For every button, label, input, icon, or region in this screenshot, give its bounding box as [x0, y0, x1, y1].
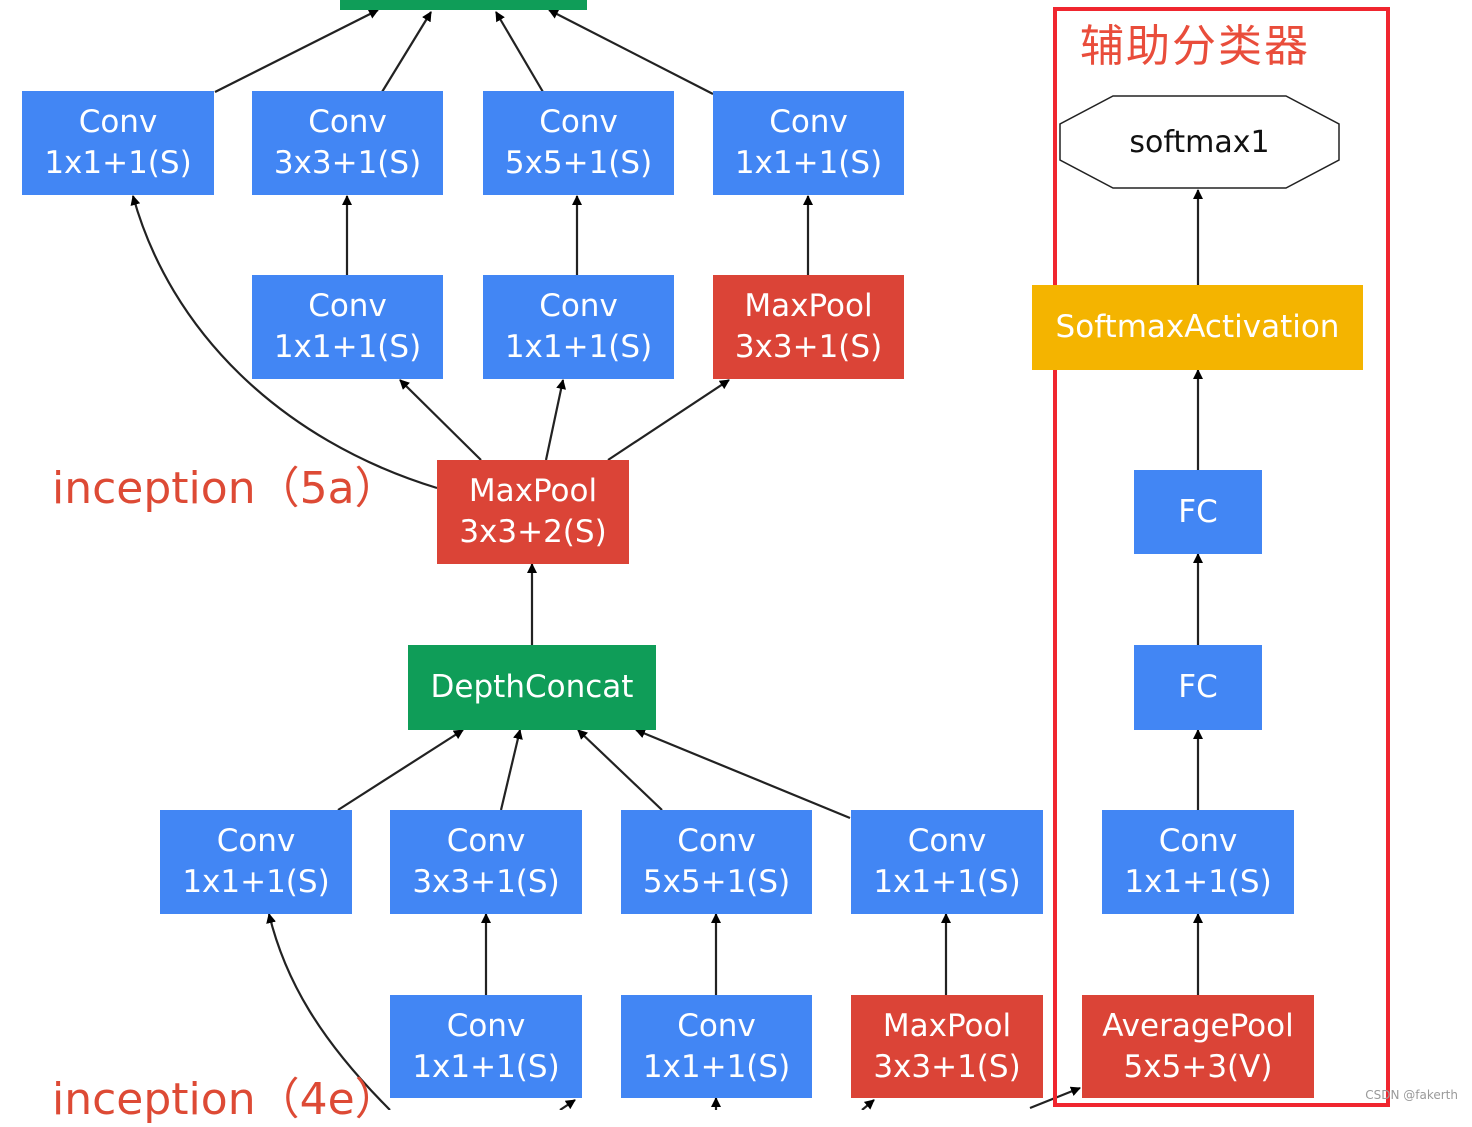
node-label-line1: Conv [539, 104, 618, 140]
node-label-line2: 1x1+1(S) [504, 329, 653, 365]
node-pool4e: MaxPool 3x3+1(S) [851, 995, 1043, 1098]
node-conv4e-5x5: Conv 5x5+1(S) [621, 810, 812, 914]
watermark: CSDN @fakerth [1365, 1088, 1458, 1102]
node-label-line1: Conv [1158, 823, 1238, 859]
node-label-line1: AveragePool [1102, 1007, 1294, 1044]
node-conv4e-3x3: Conv 3x3+1(S) [390, 810, 582, 914]
edge-conv5a-5x5-to-concat [495, 11, 544, 93]
node-label-line1: DepthConcat [430, 669, 634, 705]
node-aux-act: SoftmaxActivation [1032, 285, 1363, 370]
node-label-line1: Conv [216, 823, 296, 859]
node-label-line1: softmax1 [1129, 124, 1270, 160]
node-label-line1: Conv [308, 288, 387, 324]
node-pool5a: MaxPool 3x3+1(S) [713, 275, 904, 379]
left-gutter-text [0, 180, 10, 880]
edge-group-5a-top [214, 9, 714, 95]
node-label-line2: 1x1+1(S) [44, 145, 192, 181]
node-label-line2: 1x1+1(S) [1124, 864, 1272, 900]
node-label-line1: Conv [677, 1007, 756, 1044]
node-label-line2: 3x3+1(S) [734, 329, 883, 365]
label-inception-5a: inception（5a） [52, 463, 399, 514]
edge-pool4-to-5x5reduce [544, 379, 567, 461]
node-label-line2: 3x3+1(S) [873, 1048, 1021, 1085]
node-label-line1: Conv [446, 823, 526, 859]
node-aux-fc1: FC [1134, 470, 1262, 554]
edge-conv5a-3x3-to-concat [381, 11, 432, 93]
node-label-line1: Conv [907, 823, 987, 859]
node-softmax1: softmax1 [1058, 94, 1341, 190]
node-label-line1: Conv [308, 104, 387, 140]
label-inception-4e: inception（4e） [52, 1074, 399, 1125]
edge-conv4e-5x5-to-concat [577, 729, 663, 811]
node-label-line2: 1x1+1(S) [412, 1048, 560, 1085]
edge-pool4-to-3x3reduce [399, 379, 482, 461]
node-label-line1: Conv [677, 823, 756, 859]
node-aux-conv: Conv 1x1+1(S) [1102, 810, 1294, 914]
node-aux-fc2: FC [1134, 645, 1262, 730]
node-aux-avgpool: AveragePool 5x5+3(V) [1082, 995, 1314, 1098]
node-label-line2: 1x1+1(S) [182, 864, 330, 900]
aux-classifier-box [1053, 7, 1390, 1107]
node-label-line2: 1x1+1(S) [642, 1048, 791, 1085]
edge-conv5a-poolproj-to-concat [548, 9, 714, 95]
node-conv4e-3x3-reduce: Conv 1x1+1(S) [390, 995, 582, 1098]
node-concat4e: DepthConcat [408, 645, 656, 730]
node-conv5a-pool-proj: Conv 1x1+1(S) [713, 91, 904, 195]
edge-conv4e-3x3-to-concat [499, 729, 523, 811]
node-pool4-main: MaxPool 3x3+2(S) [437, 460, 629, 564]
node-label-line2: 5x5+1(S) [504, 145, 653, 181]
node-conv5a-5x5-reduce: Conv 1x1+1(S) [483, 275, 674, 379]
node-conv5a-5x5: Conv 5x5+1(S) [483, 91, 674, 195]
node-label-line1: MaxPool [882, 1007, 1012, 1044]
node-label-line2: 1x1+1(S) [873, 864, 1021, 900]
node-label-line1: SoftmaxActivation [1055, 309, 1340, 345]
node-label-line1: FC [1178, 493, 1218, 530]
node-conv4e-5x5-reduce: Conv 1x1+1(S) [621, 995, 812, 1098]
node-label-line2: 3x3+2(S) [459, 514, 607, 550]
node-label-line1: Conv [769, 104, 848, 140]
aux-classifier-title: 辅助分类器 [1080, 21, 1310, 72]
edge-conv5a-1x1-to-concat [214, 9, 379, 93]
node-conv5a-3x3-reduce: Conv 1x1+1(S) [252, 275, 443, 379]
node-conv4e-1x1: Conv 1x1+1(S) [160, 810, 352, 914]
node-label-line1: MaxPool [744, 288, 873, 324]
node-conv5a-1x1: Conv 1x1+1(S) [22, 91, 214, 195]
edge-pool4-to-pool5a [607, 379, 730, 461]
node-label-line2: 3x3+1(S) [273, 145, 422, 181]
edge-group-5a-inner [130, 195, 813, 645]
edge-4e-input-to-3x3reduce [559, 1099, 576, 1110]
node-label-line2: 5x5+1(S) [642, 864, 791, 900]
node-label-line1: Conv [539, 288, 618, 324]
node-label-line2: 1x1+1(S) [273, 329, 422, 365]
edge-conv4e-1x1-to-concat [337, 729, 464, 811]
node-label-line2: 3x3+1(S) [412, 864, 560, 900]
node-label-line1: Conv [446, 1007, 526, 1044]
node-label-line1: FC [1178, 669, 1218, 705]
node-label-line1: Conv [78, 104, 158, 140]
node-label-line2: 1x1+1(S) [734, 145, 883, 181]
node-label-line2: 5x5+3(V) [1123, 1048, 1273, 1085]
octagon-shape [1059, 95, 1340, 189]
node-top-concat [340, 0, 587, 10]
node-label-line1: MaxPool [468, 473, 598, 509]
edge-conv4e-poolproj-to-concat [635, 728, 851, 820]
edge-4e-input-to-pool4e [861, 1099, 875, 1110]
node-conv4e-pool-proj: Conv 1x1+1(S) [851, 810, 1043, 914]
node-conv5a-3x3: Conv 3x3+1(S) [252, 91, 443, 195]
